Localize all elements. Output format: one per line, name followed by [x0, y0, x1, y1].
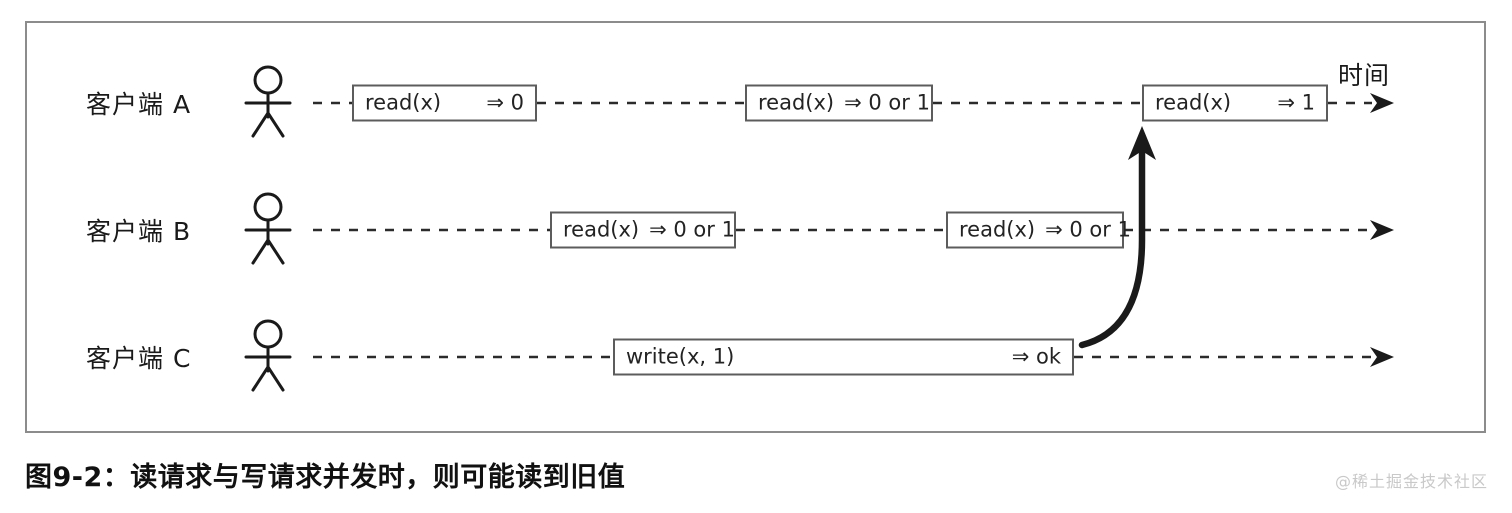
- lane-label-client-a: 客户端 A: [86, 90, 192, 119]
- figure-caption: 图9-2：读请求与写请求并发时，则可能读到旧值: [25, 462, 626, 493]
- operation-call-b2: read(x): [959, 217, 1036, 242]
- operation-box-a2[interactable]: read(x) ⇒ 0 or 1: [745, 84, 933, 122]
- actor-client-b-stick-figure-icon: [244, 192, 292, 265]
- lane-client-c-timeline-group: [313, 347, 1394, 367]
- watermark: @稀土掘金技术社区: [1334, 472, 1488, 491]
- operation-result-a1: ⇒ 0: [486, 90, 524, 115]
- actor-client-a-stick-figure-icon: [244, 65, 292, 138]
- lane-client-b-timeline-group: [313, 220, 1394, 240]
- lane-client-a-timeline-group: [313, 93, 1394, 113]
- operation-box-b1[interactable]: read(x) ⇒ 0 or 1: [550, 211, 736, 249]
- operation-call-b1: read(x): [563, 217, 640, 242]
- operation-result-b1: ⇒ 0 or 1: [649, 217, 735, 242]
- operation-call-c1: write(x, 1): [626, 344, 735, 369]
- time-axis-label: 时间: [1338, 61, 1391, 90]
- lane-client-a-arrowhead-icon: [1370, 93, 1394, 113]
- causality-arrow-curve: [1078, 141, 1146, 349]
- causality-arrowhead-icon: [1128, 126, 1156, 160]
- operation-result-c1: ⇒ ok: [1011, 344, 1061, 369]
- lane-client-b-arrowhead-icon: [1370, 220, 1394, 240]
- operation-box-a1[interactable]: read(x) ⇒ 0: [352, 84, 537, 122]
- write-to-read-causality-arrow: [1078, 126, 1156, 349]
- operation-box-c1[interactable]: write(x, 1) ⇒ ok: [613, 338, 1074, 376]
- operation-call-a1: read(x): [365, 90, 442, 115]
- operation-result-a3: ⇒ 1: [1277, 90, 1315, 115]
- operation-box-a3[interactable]: read(x) ⇒ 1: [1142, 84, 1328, 122]
- lane-label-client-c: 客户端 C: [86, 344, 192, 373]
- operation-result-a2: ⇒ 0 or 1: [844, 90, 930, 115]
- lane-label-client-b: 客户端 B: [86, 217, 192, 246]
- operation-call-a2: read(x): [758, 90, 835, 115]
- actor-client-c-stick-figure-icon: [244, 319, 292, 392]
- operation-result-b2: ⇒ 0 or 1: [1045, 217, 1131, 242]
- operation-box-b2[interactable]: read(x) ⇒ 0 or 1: [946, 211, 1131, 249]
- operation-call-a3: read(x): [1155, 90, 1232, 115]
- lane-client-c-arrowhead-icon: [1370, 347, 1394, 367]
